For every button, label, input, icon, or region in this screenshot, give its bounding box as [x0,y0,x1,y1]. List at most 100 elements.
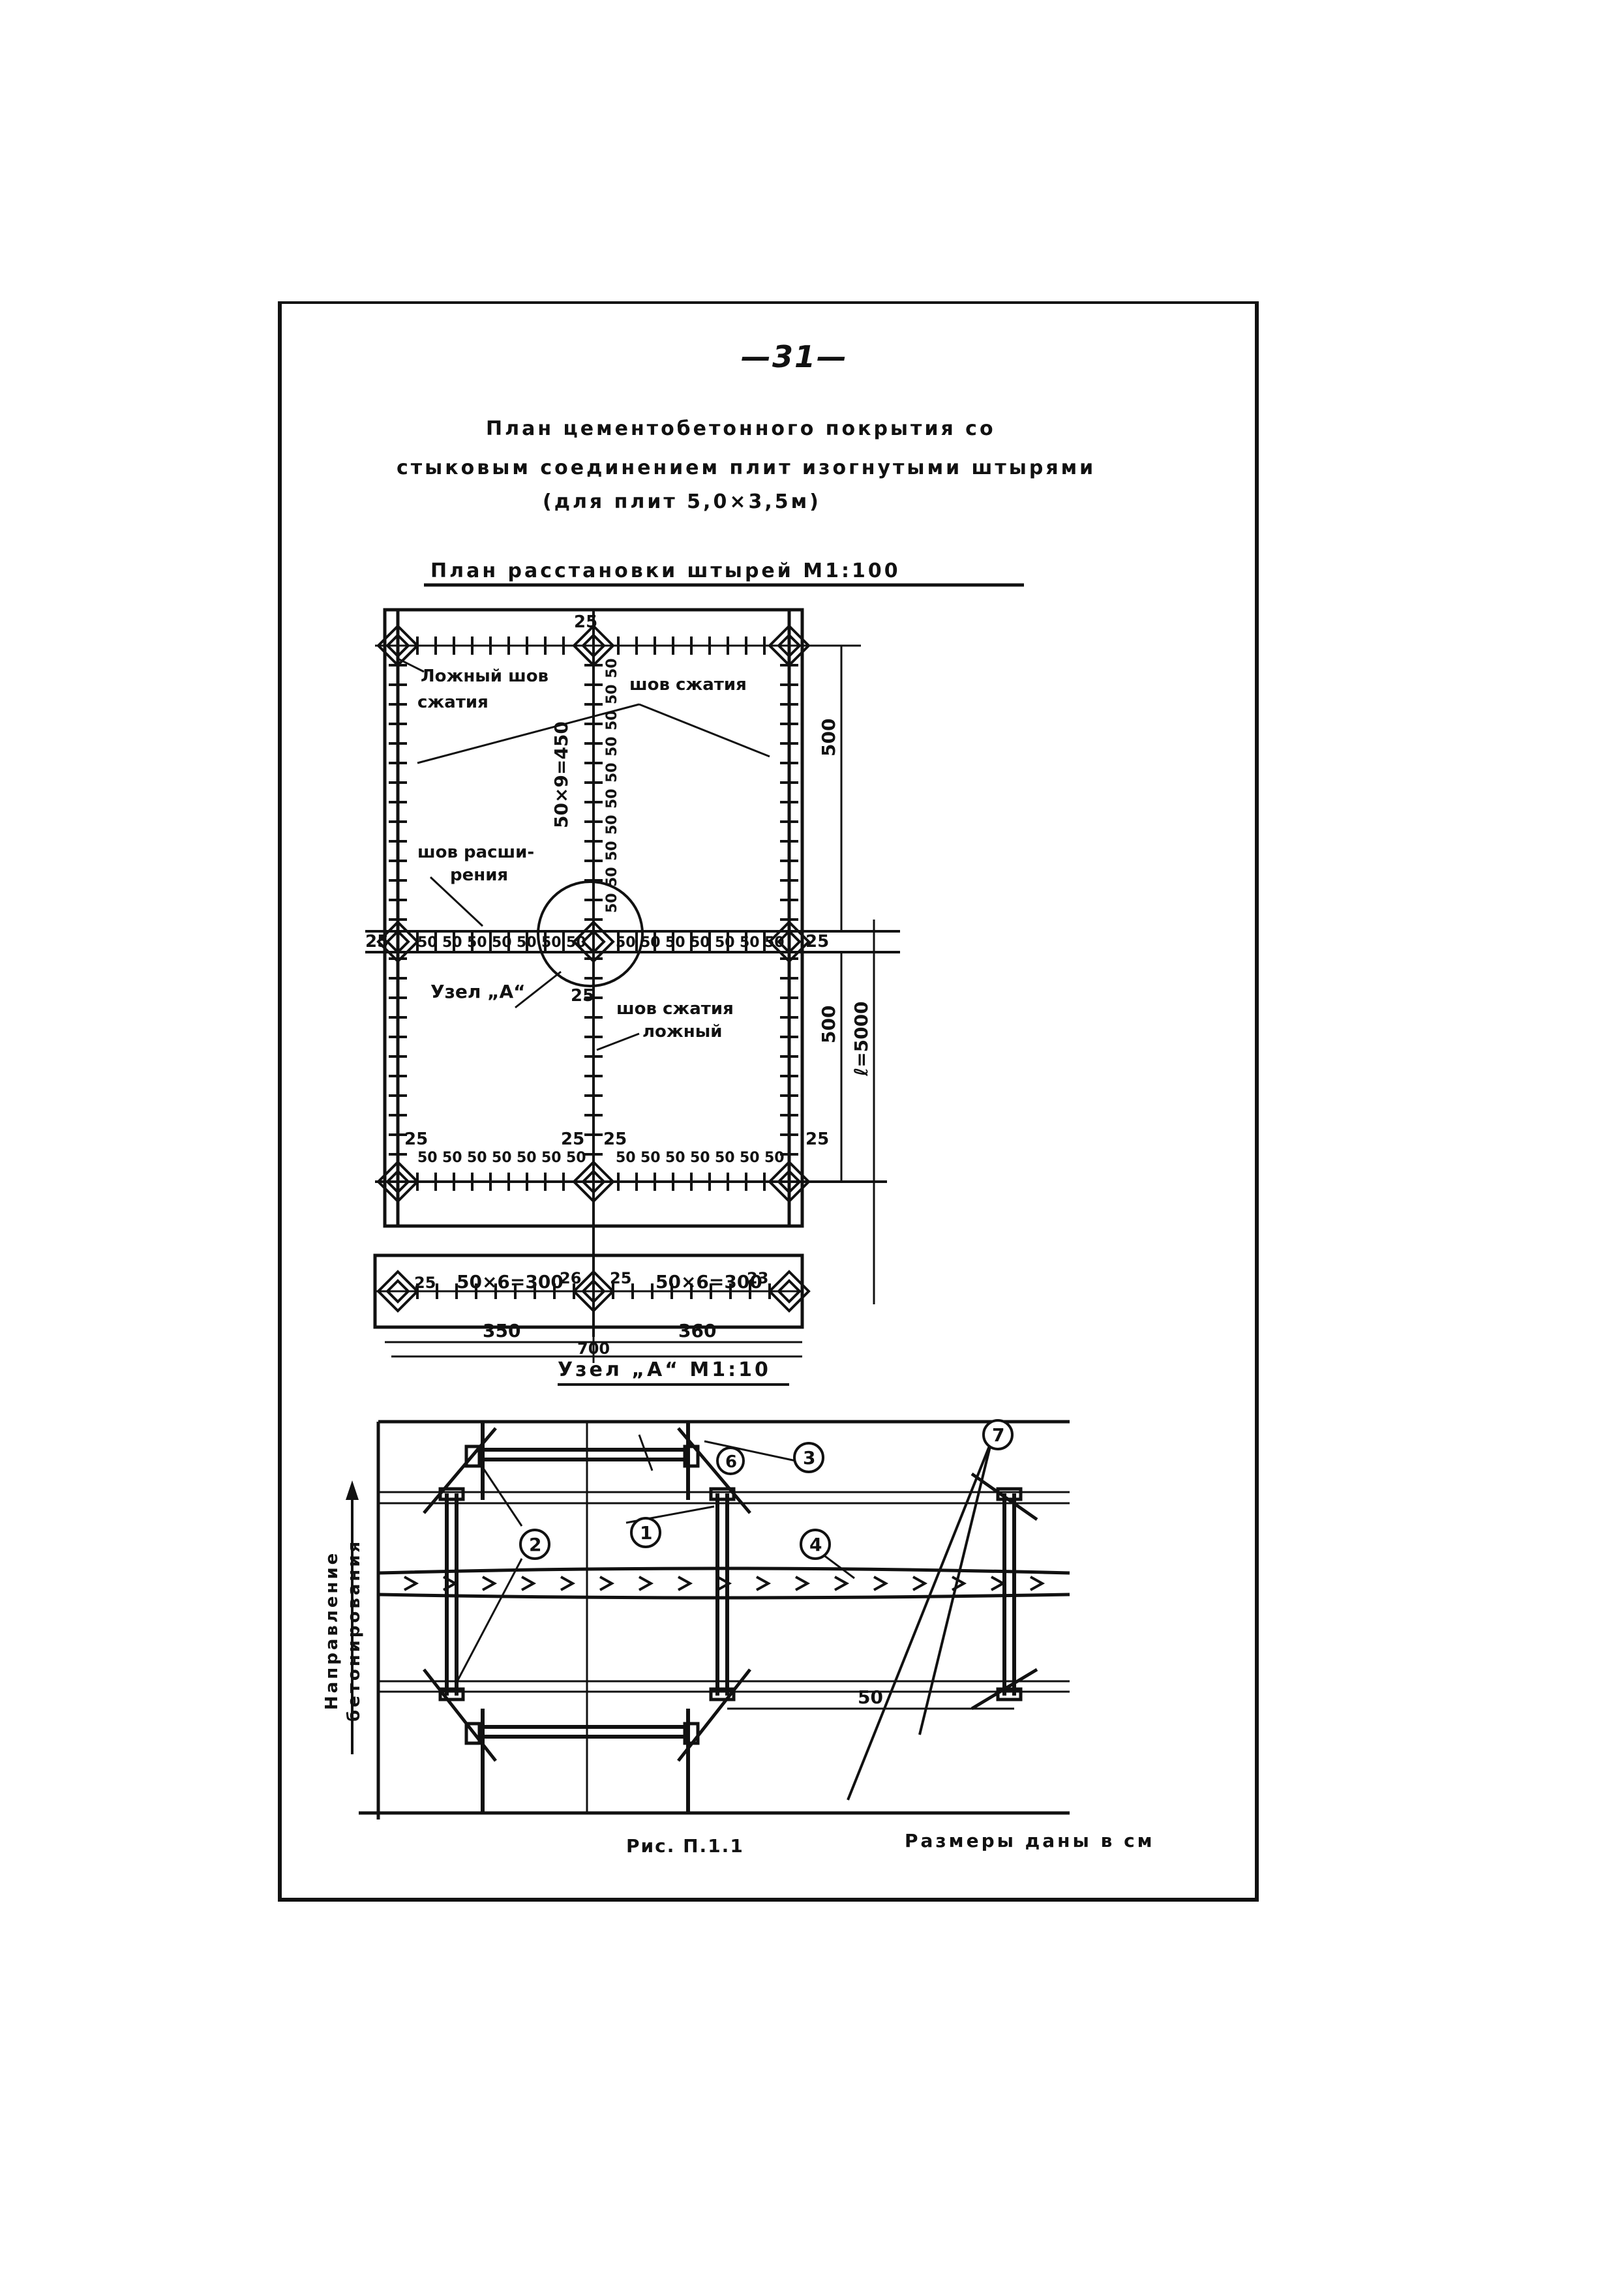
dim-50-row0: 50 [665,935,685,951]
direction-arrow-head [346,1480,359,1500]
dim-25-center-right: 25 [603,1130,627,1149]
label-compression-joint: шов сжатия [629,675,747,695]
corner-diamond [572,1270,615,1313]
callout-2-label: 2 [529,1534,541,1555]
corner-diamond-inner [581,1169,606,1194]
corner-diamond-inner [581,929,606,954]
corner-diamond [768,1160,811,1203]
leader-compression-left [417,703,640,764]
dim-bottom-chain-left: 50×6=300 [457,1271,564,1293]
title-line-2: стыковым соединением плит изогнутыми шты… [397,457,1096,479]
label-expansion-joint: шов расши- [417,843,534,862]
dim-50-col: 50 [604,736,620,756]
leader-expansion [429,876,484,927]
dim-25-left-bottom: 25 [404,1130,428,1149]
dim-50-row0: 50 [541,935,562,951]
dim-50-label: 50 [858,1686,883,1708]
dim-width-right: 360 [678,1320,716,1341]
label-expansion-joint-2: рения [450,865,508,885]
corner-diamond-inner [581,633,606,658]
corner-diamond [376,1160,419,1203]
dim-50-row1: 50 [640,1150,661,1166]
tie-2 [423,1668,497,1762]
dim-v-chain: 50×9=450 [550,721,572,828]
dim-50-row0: 50 [566,935,586,951]
dim-50-row1: 50 [467,1150,487,1166]
dim-50-row0: 50 [492,935,512,951]
cap-8 [438,1687,465,1701]
expansion-chevron [560,1576,576,1591]
callout-3-circle [793,1442,824,1473]
leader-node-a [515,970,562,1009]
callout-1-label: 1 [640,1522,652,1544]
label-false-joint-2: сжатия [417,693,489,712]
dim-v-500-bottom: 500 [818,1006,839,1043]
dim-total: ℓ=5000 [850,1001,872,1077]
page-number: —31— [741,339,849,374]
expansion-chevron [717,1576,732,1591]
dim-50-col: 50 [604,815,620,835]
dim-50-row1: 50 [740,1150,760,1166]
callout-3-label: 3 [803,1447,815,1469]
callout-1-circle [630,1517,661,1548]
expansion-chevron [873,1576,889,1591]
leader-compression-right [639,703,770,758]
expansion-chevron [482,1576,498,1591]
leader-2-b [455,1558,523,1683]
expansion-chevrons [404,1576,1045,1591]
corner-diamond [768,624,811,667]
dim-50-row1: 50 [541,1150,562,1166]
dim-width-total: 700 [577,1340,610,1358]
expansion-chevron [991,1576,1006,1591]
cap-9 [709,1687,736,1701]
corner-diamond-inner [385,1169,410,1194]
corner-diamond-inner [777,633,802,658]
dim-50-row1: 50 [690,1150,710,1166]
expansion-chevron [952,1576,967,1591]
cap-3 [464,1722,481,1745]
dim-25-node: 25 [571,986,594,1006]
callout-7-circle [982,1419,1014,1450]
expansion-chevron [678,1576,693,1591]
dim-25-strip-left: 25 [414,1274,436,1292]
expansion-chevron [599,1576,615,1591]
tie-4 [677,1668,751,1762]
drawing-frame [278,301,1259,1902]
label-compression-false-2: ложный [642,1022,722,1041]
dim-50-row1: 50 [665,1150,685,1166]
dim-50-col: 50 [604,867,620,887]
dim-50-col: 50 [604,841,620,861]
expansion-chevron [521,1576,537,1591]
dim-50-row0: 50 [740,935,760,951]
expansion-chevron [404,1576,419,1591]
corner-diamond [376,624,419,667]
dim-25-top: 25 [574,612,597,632]
dim-v-500-top: 500 [818,719,839,756]
cap-1 [464,1445,481,1468]
expansion-band-bottom [378,1593,1070,1600]
expansion-chevron [834,1576,850,1591]
corner-diamond-inner [777,1169,802,1194]
leader-2-a [481,1467,523,1527]
dim-50-row0: 50 [417,935,438,951]
dim-25-left-mid: 25 [365,932,389,951]
dim-23: 23 [747,1269,768,1287]
dim-50-col: 50 [604,893,620,913]
dim-50-row0: 50 [616,935,636,951]
cap-2 [683,1445,700,1468]
dim-50-row0: 50 [640,935,661,951]
expansion-chevron [795,1576,811,1591]
dim-50-row1: 50 [417,1150,438,1166]
expansion-band-top [378,1566,1070,1575]
dim-50-row0: 50 [467,935,487,951]
corner-diamond-inner [581,1279,606,1304]
dim-50-col: 50 [604,788,620,809]
plan-title: План расстановки штырей М1:100 [430,560,901,582]
dim-25-center-left: 25 [561,1130,584,1149]
dim-26: 26 [560,1269,581,1287]
dim-50-row1: 50 [517,1150,537,1166]
expansion-chevron [443,1576,459,1591]
dim-50-col: 50 [604,658,620,678]
